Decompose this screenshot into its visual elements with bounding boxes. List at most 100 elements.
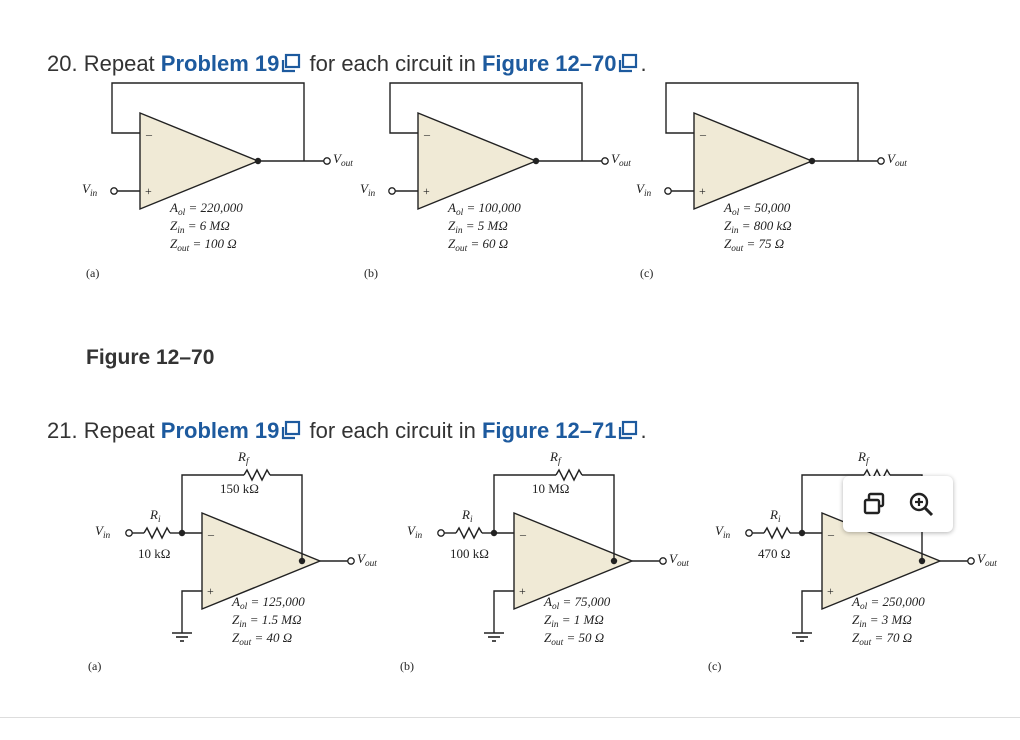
ground-wire xyxy=(181,590,202,633)
feedback-resistor-symbol xyxy=(243,468,271,482)
output-impedance-label: Zout = 100 Ω xyxy=(170,236,237,254)
vin-label: Vin xyxy=(95,523,111,541)
vout-label: Vout xyxy=(887,151,907,169)
vin-label: Vin xyxy=(636,181,652,199)
problem-text: for each circuit in xyxy=(309,51,476,76)
feedback-wire xyxy=(389,82,583,161)
junction-dot xyxy=(918,557,926,565)
feedback-resistor-symbol xyxy=(863,468,891,482)
noninverting-input-sign: + xyxy=(145,184,152,198)
terminal xyxy=(664,187,672,195)
problem-19-link[interactable]: Problem 19 xyxy=(160,51,280,76)
feedback-wire xyxy=(181,474,244,534)
output-impedance-label: Zout = 60 Ω xyxy=(448,236,508,254)
feedback-wire xyxy=(890,474,923,561)
junction-dot xyxy=(610,557,618,565)
noninverting-input-sign: + xyxy=(423,184,430,198)
inverting-input-sign: – xyxy=(423,127,431,141)
noninverting-input-sign: + xyxy=(519,584,526,598)
terminal xyxy=(323,157,331,165)
junction-dot xyxy=(298,557,306,565)
output-impedance-label: Zout = 50 Ω xyxy=(544,630,604,648)
input-resistor-symbol xyxy=(455,526,483,540)
junction-dot xyxy=(490,529,498,537)
input-impedance-label: Zin = 5 MΩ xyxy=(448,218,508,236)
vout-label: Vout xyxy=(669,551,689,569)
inverting-input-sign: – xyxy=(827,527,835,541)
feedback-wire xyxy=(801,474,864,534)
terminal xyxy=(877,157,885,165)
terminal xyxy=(437,529,445,537)
junction-dot xyxy=(798,529,806,537)
output-impedance-label: Zout = 40 Ω xyxy=(232,630,292,648)
feedback-wire xyxy=(111,82,305,161)
open-loop-gain-label: Aol = 50,000 xyxy=(723,200,791,218)
vin-label: Vin xyxy=(715,523,731,541)
rf-label: Rf xyxy=(549,449,562,467)
input-resistor-symbol xyxy=(143,526,171,540)
subfigure-tag: (a) xyxy=(88,659,101,673)
terminal xyxy=(745,529,753,537)
input-impedance-label: Zin = 800 kΩ xyxy=(724,218,792,236)
ri-label: Ri xyxy=(461,507,473,525)
subfigure-tag: (c) xyxy=(640,266,653,280)
junction-dot xyxy=(532,157,540,165)
input-resistor-symbol xyxy=(763,526,791,540)
input-impedance-label: Zin = 3 MΩ xyxy=(852,612,912,630)
figure-12-71-link[interactable]: Figure 12–71 xyxy=(481,418,617,443)
input-impedance-label: Zin = 6 MΩ xyxy=(170,218,230,236)
op-amp-symbol xyxy=(693,111,814,211)
terminal xyxy=(967,557,975,565)
vin-label: Vin xyxy=(82,181,98,199)
ri-label: Ri xyxy=(769,507,781,525)
ri-value: 100 kΩ xyxy=(450,546,489,561)
ri-value: 470 Ω xyxy=(758,546,790,561)
feedback-wire xyxy=(665,82,859,161)
terminal xyxy=(347,557,355,565)
problem-text: Repeat xyxy=(83,51,155,76)
bottom-divider xyxy=(0,717,1020,718)
external-link-icon[interactable] xyxy=(281,420,301,446)
junction-dot xyxy=(178,529,186,537)
open-loop-gain-label: Aol = 100,000 xyxy=(447,200,521,218)
external-link-icon[interactable] xyxy=(281,53,301,79)
input-impedance-label: Zin = 1.5 MΩ xyxy=(232,612,302,630)
inverting-input-sign: – xyxy=(207,527,215,541)
ri-label: Ri xyxy=(149,507,161,525)
input-impedance-label: Zin = 1 MΩ xyxy=(544,612,604,630)
external-link-icon[interactable] xyxy=(618,53,638,79)
rf-label: Rf xyxy=(857,449,870,467)
rf-value: 150 kΩ xyxy=(220,481,259,496)
output-impedance-label: Zout = 75 Ω xyxy=(724,236,784,254)
open-loop-gain-label: Aol = 250,000 xyxy=(851,594,925,612)
op-amp-symbol xyxy=(139,111,260,211)
vout-label: Vout xyxy=(333,151,353,169)
image-toolbar xyxy=(843,476,953,532)
problem-19-link[interactable]: Problem 19 xyxy=(160,418,280,443)
problem-text: Repeat xyxy=(83,418,155,443)
feedback-wire xyxy=(493,474,556,534)
terminal xyxy=(125,529,133,537)
figure-12-70-link[interactable]: Figure 12–70 xyxy=(481,51,617,76)
noninverting-input-sign: + xyxy=(207,584,214,598)
terminal xyxy=(659,557,667,565)
ri-value: 10 kΩ xyxy=(138,546,170,561)
feedback-wire xyxy=(270,474,303,561)
external-link-icon[interactable] xyxy=(618,420,638,446)
feedback-wire xyxy=(582,474,615,561)
subfigure-tag: (b) xyxy=(364,266,378,280)
terminal xyxy=(388,187,396,195)
inverting-input-sign: – xyxy=(519,527,527,541)
noninverting-input-sign: + xyxy=(827,584,834,598)
vout-label: Vout xyxy=(977,551,997,569)
zoom-in-icon[interactable] xyxy=(905,488,937,520)
open-image-icon[interactable] xyxy=(859,488,891,520)
feedback-resistor-symbol xyxy=(555,468,583,482)
vin-label: Vin xyxy=(360,181,376,199)
